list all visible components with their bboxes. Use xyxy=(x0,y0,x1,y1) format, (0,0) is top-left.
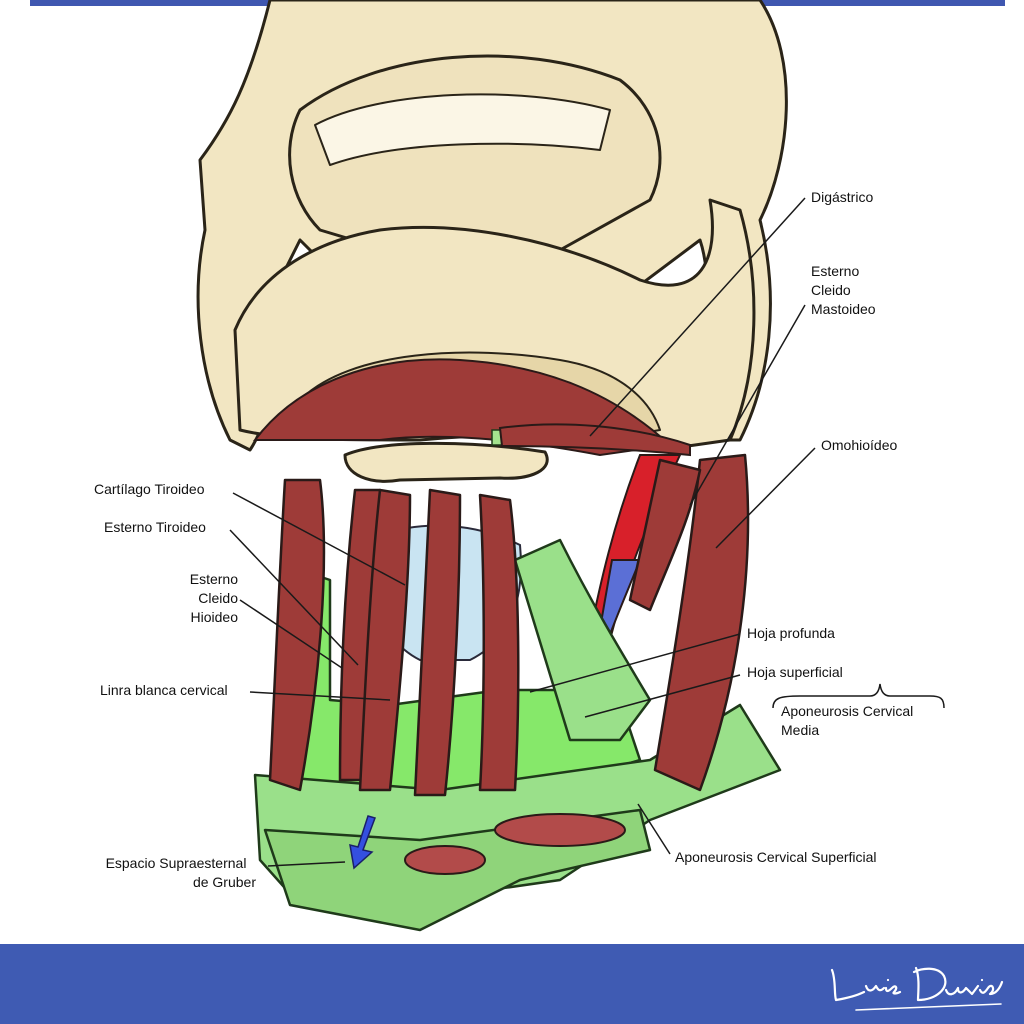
label-line: Cleido xyxy=(198,590,238,606)
label-espacio-supraesternal: Espacio Supraesternal de Gruber xyxy=(96,854,256,892)
sternothyroid-left xyxy=(358,488,412,792)
label-line: Esterno xyxy=(189,571,238,587)
neck-muscles xyxy=(268,453,750,797)
sternohyoid-right xyxy=(413,488,462,797)
sternal-muscle-stump-2 xyxy=(494,813,626,847)
label-line: Esterno xyxy=(811,263,860,279)
sternocleidomastoid-right xyxy=(628,458,702,612)
hyoid-bone xyxy=(343,441,549,483)
sternocleidomastoid-left xyxy=(268,478,326,792)
sternothyroid-right xyxy=(478,493,520,792)
upper-teeth xyxy=(314,93,611,166)
label-esterno-cleido-hioideo: Esterno Cleido Hioideo xyxy=(150,570,238,627)
label-line: Cleido xyxy=(811,282,851,298)
label-esterno-tiroideo: Esterno Tiroideo xyxy=(104,519,206,535)
label-esterno-cleido-mastoideo: Esterno Cleido Mastoideo xyxy=(811,262,876,319)
suprasternal-space-arrow xyxy=(349,815,376,870)
label-line: Hioideo xyxy=(190,609,238,625)
leader-lines xyxy=(229,197,816,867)
label-linea-blanca: Linra blanca cervical xyxy=(100,682,228,698)
label-cartilago-tiroideo: Cartílago Tiroideo xyxy=(94,481,205,497)
label-line: Mastoideo xyxy=(811,301,876,317)
artist-signature xyxy=(830,966,1004,1011)
label-line: Espacio Supraesternal xyxy=(105,855,247,871)
media-bracket xyxy=(772,683,945,709)
label-digastrico: Digástrico xyxy=(811,189,874,205)
label-omohioideo: Omohioídeo xyxy=(821,437,898,453)
label-aponeurosis-media: Aponeurosis Cervical Media xyxy=(781,702,913,740)
label-line: de Gruber xyxy=(192,874,256,890)
footer-band xyxy=(0,944,1024,1024)
sternal-muscle-stump-1 xyxy=(404,845,486,875)
label-hoja-superficial: Hoja superficial xyxy=(747,664,843,680)
digastric-muscle xyxy=(498,423,691,457)
label-aponeurosis-superficial: Aponeurosis Cervical Superficial xyxy=(675,849,877,865)
label-hoja-profunda: Hoja profunda xyxy=(747,625,835,641)
label-line: Aponeurosis Cervical xyxy=(781,703,914,719)
label-line: Media xyxy=(781,722,820,738)
